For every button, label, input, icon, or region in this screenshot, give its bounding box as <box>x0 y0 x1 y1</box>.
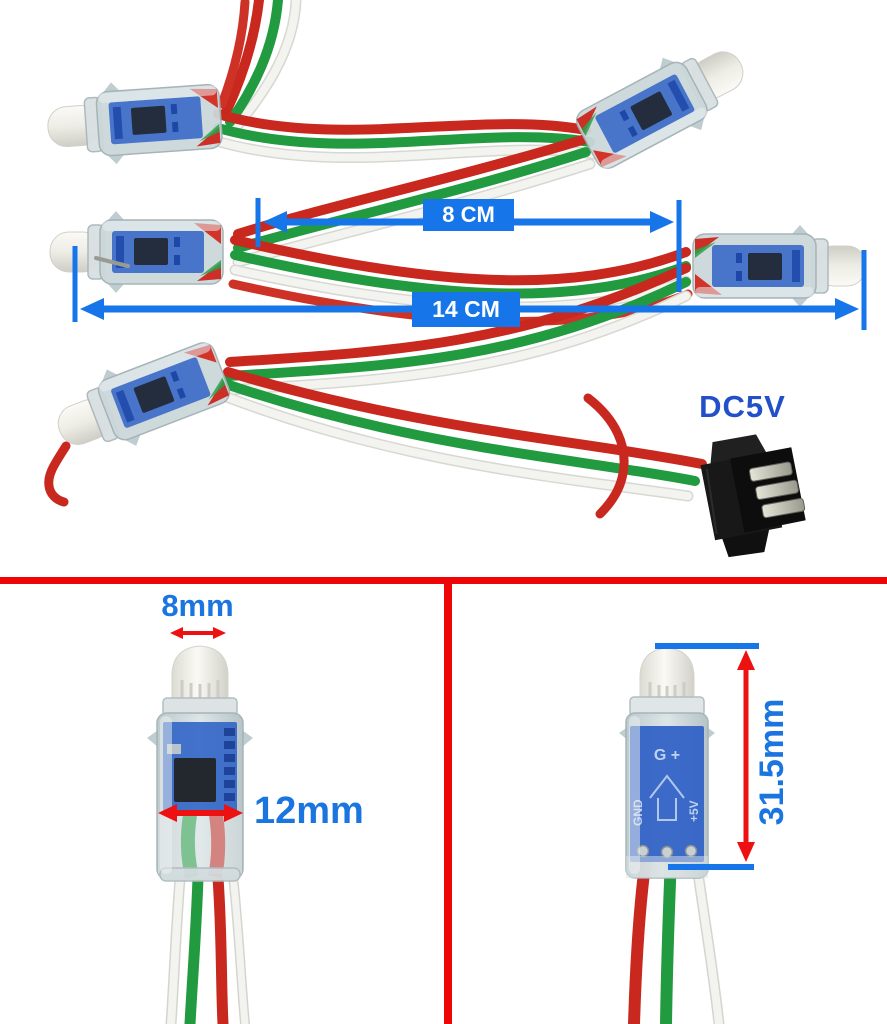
dim-8cm-label: 8 CM <box>423 199 514 231</box>
dim-31-5mm-label: 31.5mm <box>752 698 791 826</box>
detail-module-right: G + GND +5V <box>619 647 725 1024</box>
led-pixel-module-mid-right <box>692 224 867 308</box>
dc-connector <box>700 434 806 558</box>
led-pixel-module-top-left <box>44 74 225 170</box>
pcb-marking-right: +5V <box>687 800 701 822</box>
wire-bundle-top-exit <box>217 0 302 136</box>
dim-8mm-label: 8mm <box>161 588 234 623</box>
led-pixel-module-top-right <box>567 25 761 182</box>
dim-12mm-label: 12mm <box>254 790 364 832</box>
detail-module-left <box>147 645 253 1024</box>
dimension-8mm-arrow <box>170 627 226 639</box>
led-pixel-module-bottom-left <box>44 330 237 471</box>
dimension-12mm-arrow <box>158 804 243 822</box>
wire-bundle-e-to-connector <box>44 367 707 519</box>
power-voltage-label: DC5V <box>699 389 786 424</box>
pcb-marking-top: G + <box>654 747 680 764</box>
section-divider <box>0 577 887 1024</box>
dim-14cm-label: 14 CM <box>412 292 520 327</box>
dimension-315mm-graphics <box>655 643 759 870</box>
mounting-pin <box>94 256 130 268</box>
